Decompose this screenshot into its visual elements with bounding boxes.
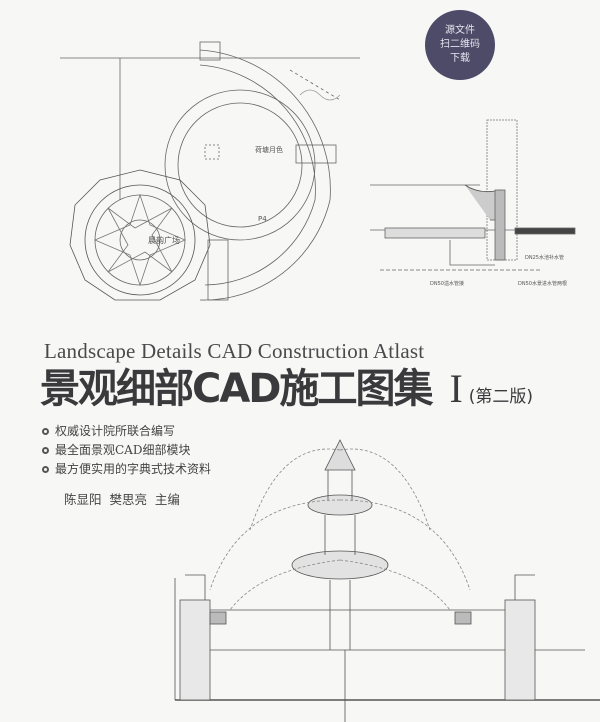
- chinese-title: 景观细部CAD施工图集 I: [40, 366, 463, 412]
- plan-label-zone: P4: [258, 215, 267, 223]
- badge-line: 源文件: [445, 25, 475, 36]
- plan-label-lotus: 荷塘月色: [255, 146, 283, 154]
- feature-item: 权威设计院所联合编写: [42, 422, 211, 441]
- feature-item: 最全面景观CAD细部模块: [42, 441, 211, 460]
- plan-label-plaza: 晨韵广场: [148, 236, 180, 245]
- bullet-circle-icon: [42, 447, 49, 454]
- section-label-pipe3: DN50水景进水管两根: [518, 281, 567, 287]
- section-label-pipe2: DN50溢水管接: [430, 281, 464, 287]
- feature-item: 最方便实用的字典式技术资料: [42, 460, 211, 479]
- bullet-circle-icon: [42, 428, 49, 435]
- chinese-title-text: 景观细部CAD施工图集: [40, 366, 434, 412]
- volume-number: I: [449, 366, 462, 411]
- edition-label: (第二版): [468, 387, 534, 407]
- bullet-circle-icon: [42, 466, 49, 473]
- badge-line: 下载: [450, 53, 470, 64]
- qr-download-badge[interactable]: 源文件 扫二维码 下载: [425, 10, 495, 80]
- authors: 陈显阳 樊思亮 主编: [64, 492, 180, 507]
- feature-list: 权威设计院所联合编写 最全面景观CAD细部模块 最方便实用的字典式技术资料: [42, 422, 211, 479]
- section-label-pipe1: DN25水池补水管: [525, 255, 564, 261]
- badge-line: 扫二维码: [440, 39, 480, 50]
- english-title: Landscape Details CAD Construction Atlas…: [44, 339, 425, 363]
- title-row: 景观细部CAD施工图集 I (第二版): [40, 366, 533, 412]
